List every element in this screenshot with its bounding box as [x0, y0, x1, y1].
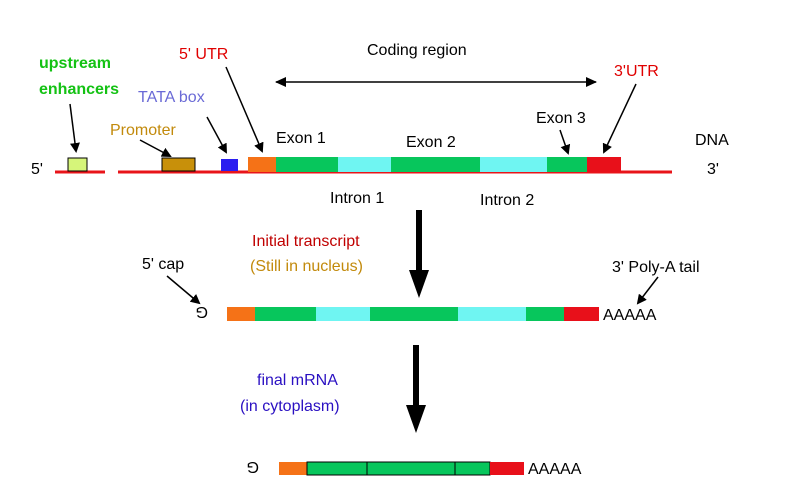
promoter-arrow: [139, 139, 172, 157]
exon3-arrow: [559, 129, 571, 155]
coding-region-label: Coding region: [367, 42, 467, 59]
t-intron1-segment: [316, 307, 370, 321]
m-exon3-segment: [454, 461, 491, 476]
mrna-polya-sequence: AAAAA: [528, 461, 582, 478]
exon3-segment: [547, 157, 587, 172]
intron1-segment: [338, 157, 391, 172]
polya-sequence: AAAAA: [603, 307, 657, 324]
exon1-label: Exon 1: [276, 130, 326, 147]
final-mrna-title: final mRNA: [257, 372, 338, 389]
enhancers-label: enhancers: [39, 81, 119, 98]
intron2-segment: [480, 157, 547, 172]
dna-3prime-label: 3': [707, 161, 719, 178]
t-exon2-segment: [370, 307, 458, 321]
m-utr3-segment: [490, 462, 524, 475]
intron1-label: Intron 1: [330, 190, 384, 207]
dna-5prime-label: 5': [31, 161, 43, 178]
final-mrna-row: final mRNA (in cytoplasm) G AAAAA: [240, 372, 582, 478]
exon2-label: Exon 2: [406, 134, 456, 151]
tata-arrow: [206, 116, 227, 154]
utr3-segment: [587, 157, 621, 172]
cap-symbol: G: [196, 303, 208, 320]
enhancer-arrow: [69, 103, 80, 153]
cap-arrow: [166, 275, 201, 305]
utr5-segment: [248, 157, 276, 172]
enhancer-box: [67, 157, 88, 172]
transcription-arrow: [409, 210, 429, 298]
m-exon1-segment: [306, 461, 368, 476]
cap-label: 5' cap: [142, 256, 184, 273]
processing-arrow: [406, 345, 426, 433]
tata-box-label: TATA box: [138, 89, 205, 106]
t-utr5-segment: [227, 307, 255, 321]
tata-box: [221, 159, 238, 171]
utr5-label: 5' UTR: [179, 46, 228, 63]
upstream-label: upstream: [39, 55, 111, 72]
m-exon2-segment: [366, 461, 456, 476]
dna-row: upstream enhancers TATA box Promoter 5' …: [31, 42, 729, 209]
t-utr3-segment: [564, 307, 599, 321]
mrna-cap-symbol: G: [247, 458, 259, 475]
intron2-label: Intron 2: [480, 192, 534, 209]
t-exon1-segment: [255, 307, 316, 321]
polya-arrow: [636, 276, 659, 305]
final-mrna-subtitle: (in cytoplasm): [240, 398, 340, 415]
promoter-box: [161, 157, 196, 172]
exon2-segment: [391, 157, 480, 172]
promoter-label: Promoter: [110, 122, 176, 139]
initial-transcript-title: Initial transcript: [252, 233, 360, 250]
t-exon3-segment: [526, 307, 564, 321]
t-intron2-segment: [458, 307, 526, 321]
initial-transcript-row: Initial transcript (Still in nucleus) 5'…: [142, 233, 700, 324]
exon3-label: Exon 3: [536, 110, 586, 127]
dna-label: DNA: [695, 132, 729, 149]
m-utr5-segment: [279, 462, 307, 475]
initial-transcript-subtitle: (Still in nucleus): [250, 258, 363, 275]
polya-tail-label: 3' Poly-A tail: [612, 259, 700, 276]
utr5-arrow: [225, 66, 264, 153]
utr3-arrow: [602, 83, 637, 154]
utr3-label: 3'UTR: [614, 63, 659, 80]
exon1-segment: [276, 157, 338, 172]
